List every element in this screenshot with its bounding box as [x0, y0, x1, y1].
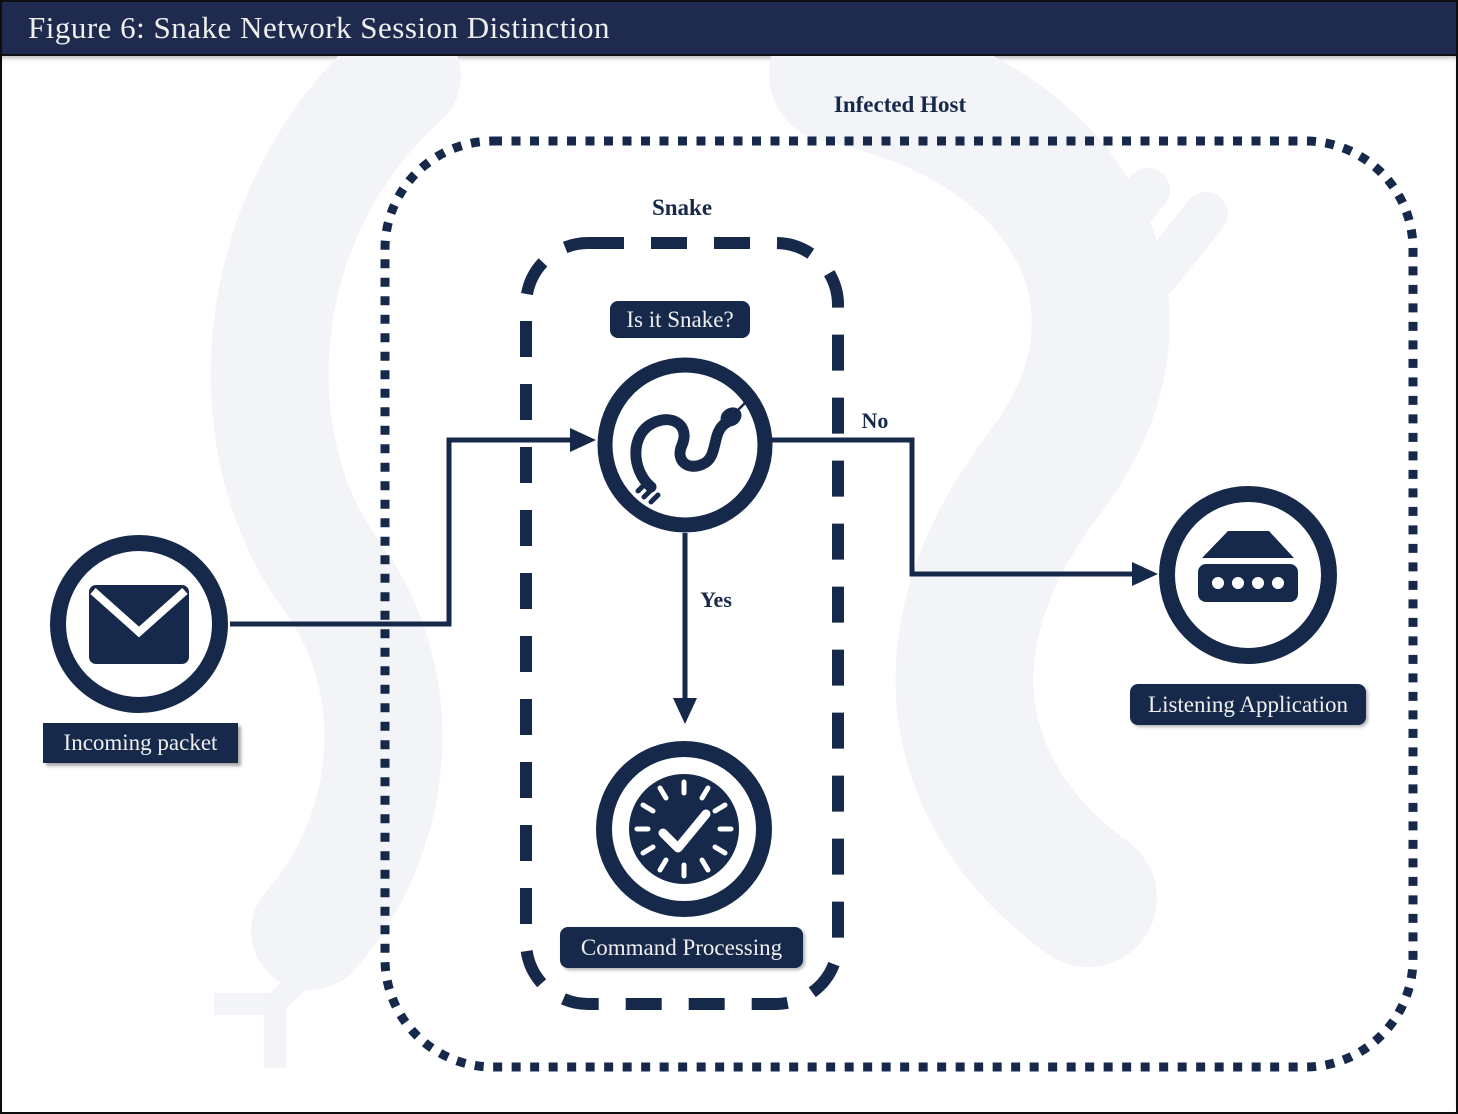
connector-no-to-listening — [770, 437, 1158, 586]
is-it-snake-badge: Is it Snake? — [610, 301, 750, 338]
command-processing-label: Command Processing — [560, 927, 803, 968]
infected-host-label: Infected Host — [833, 92, 967, 117]
command-processing-node — [596, 741, 772, 917]
connector-incoming-to-snake — [230, 428, 596, 627]
connector-yes-to-command — [673, 533, 697, 724]
snake-icon — [630, 395, 752, 505]
snake-boundary — [520, 237, 844, 1010]
server-icon — [1198, 531, 1298, 602]
snake-container-label: Snake — [651, 195, 713, 220]
listening-application-node — [1159, 486, 1337, 664]
incoming-packet-node — [50, 535, 228, 713]
timer-check-icon — [629, 774, 739, 884]
diagram-graphics — [50, 56, 1418, 1072]
figure-title-bar: Figure 6: Snake Network Session Distinct… — [2, 2, 1456, 56]
diagram-canvas: Infected Host Snake Is it Snake? No Yes … — [2, 56, 1456, 1110]
envelope-icon — [89, 585, 189, 664]
figure-title: Figure 6: Snake Network Session Distinct… — [28, 10, 611, 45]
listening-application-label: Listening Application — [1130, 684, 1366, 725]
snake-decision-node — [597, 357, 773, 533]
watermark-claw — [214, 957, 324, 1068]
incoming-packet-label: Incoming packet — [43, 723, 238, 763]
infected-host-boundary — [380, 136, 1418, 1072]
yes-edge-label: Yes — [700, 587, 732, 612]
snake-watermark — [210, 56, 1228, 1068]
no-edge-label: No — [861, 408, 889, 433]
